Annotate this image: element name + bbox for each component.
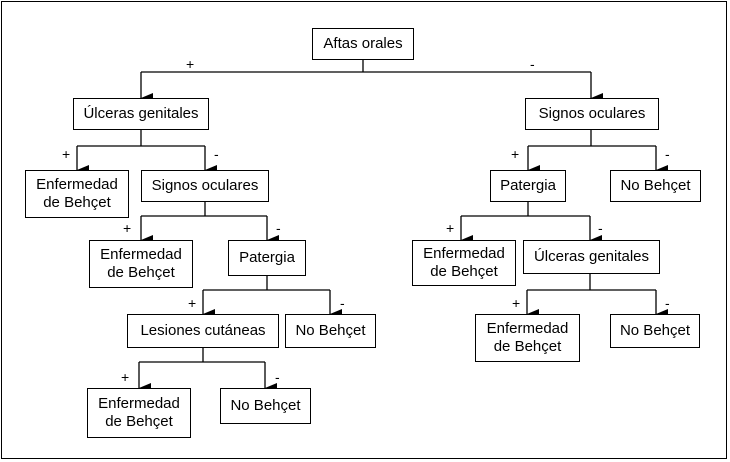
node-r-enfermedad-1: Enfermedad de Behçet (412, 240, 516, 286)
node-r-no-behcet-1: No Behçet (610, 170, 701, 202)
root-split-line (141, 60, 591, 73)
r-signos-split-line (528, 130, 656, 147)
l-patergia-split-line (203, 276, 330, 291)
node-l-no-behcet-2: No Behçet (220, 388, 311, 424)
sign-root-plus: + (186, 56, 195, 72)
sign-root-minus: - (530, 56, 535, 72)
sign-l-lesiones-plus: + (121, 369, 130, 385)
node-l-signos-oculares: Signos oculares (141, 170, 269, 202)
sign-r-ulceras-plus: + (512, 295, 521, 311)
sign-l-ulceras-minus: - (214, 146, 219, 162)
sign-l-lesiones-minus: - (275, 369, 280, 385)
r-patergia-split-line (461, 202, 590, 217)
node-r-signos-oculares: Signos oculares (525, 98, 659, 130)
node-r-no-behcet-2: No Behçet (610, 314, 700, 348)
l-lesiones-split-line (139, 348, 265, 363)
l-ulceras-split-line (77, 130, 205, 147)
node-l-enfermedad-3: Enfermedad de Behçet (87, 388, 191, 438)
node-l-ulceras-genitales: Úlceras genitales (73, 98, 209, 130)
node-r-patergia: Patergia (490, 170, 566, 202)
sign-r-patergia-plus: + (446, 220, 455, 236)
node-l-lesiones-cutaneas: Lesiones cutáneas (127, 314, 279, 348)
sign-r-signos-minus: - (665, 146, 670, 162)
node-l-patergia: Patergia (228, 240, 306, 276)
sign-l-patergia-minus: - (340, 295, 345, 311)
node-l-enfermedad-2: Enfermedad de Behçet (89, 240, 193, 288)
sign-l-signos-plus: + (123, 220, 132, 236)
node-r-ulceras-genitales: Úlceras genitales (523, 240, 660, 274)
sign-r-patergia-minus: - (598, 220, 603, 236)
node-aftas-orales: Aftas orales (312, 28, 414, 60)
sign-r-signos-plus: + (511, 146, 520, 162)
sign-l-patergia-plus: + (188, 295, 197, 311)
sign-l-ulceras-plus: + (62, 146, 71, 162)
sign-l-signos-minus: - (276, 220, 281, 236)
l-signos-split-line (141, 202, 267, 217)
node-l-no-behcet-1: No Behçet (285, 314, 376, 348)
r-ulceras-split-line (527, 274, 656, 291)
node-l-enfermedad-1: Enfermedad de Behçet (25, 170, 129, 218)
node-r-enfermedad-2: Enfermedad de Behçet (475, 314, 580, 362)
sign-r-ulceras-minus: - (665, 295, 670, 311)
